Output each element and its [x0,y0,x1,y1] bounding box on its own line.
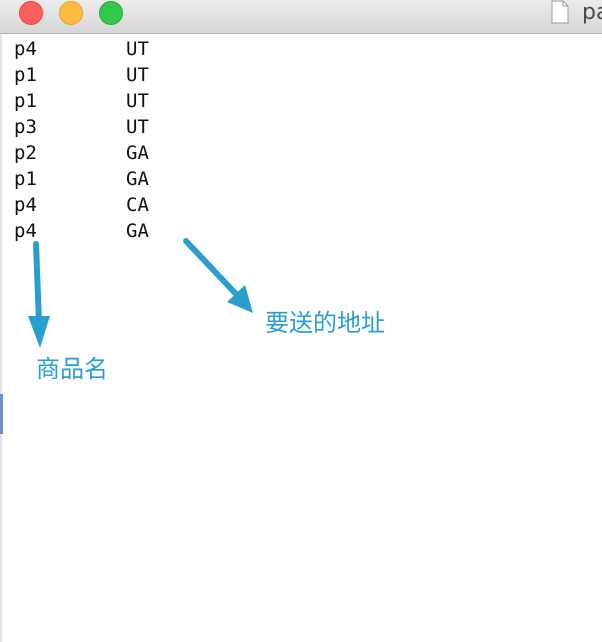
data-row: p1 GA [14,166,149,192]
data-row: p2 GA [14,140,149,166]
state-cell: UT [126,64,149,86]
window-edge-highlight [0,394,3,434]
data-row: p1 UT [14,88,149,114]
window-titlebar: pa [0,0,602,34]
state-cell: GA [126,168,149,190]
data-row: p3 UT [14,114,149,140]
maximize-button[interactable] [99,1,123,25]
minimize-button[interactable] [59,1,83,25]
state-cell: CA [126,194,149,216]
state-cell: UT [126,90,149,112]
window-title: pa [582,0,602,25]
data-row: p1 UT [14,62,149,88]
document-icon [551,0,569,24]
data-row: p4 CA [14,192,149,218]
product-name-annotation: 商品名 [36,355,108,383]
delivery-address-annotation: 要送的地址 [265,309,385,337]
state-cell: GA [126,142,149,164]
state-cell: UT [126,38,149,60]
state-cell: GA [126,220,149,242]
arrow-icon [183,238,253,313]
product-cell: p3 [14,116,37,138]
product-cell: p1 [14,168,37,190]
window-left-edge [0,34,3,642]
arrow-icon [28,241,50,348]
data-row: p4 UT [14,36,149,62]
product-cell: p4 [14,194,37,216]
product-cell: p2 [14,142,37,164]
product-cell: p1 [14,64,37,86]
product-cell: p4 [14,220,37,242]
state-cell: UT [126,116,149,138]
close-button[interactable] [19,1,43,25]
product-cell: p4 [14,38,37,60]
data-row: p4 GA [14,218,149,244]
product-cell: p1 [14,90,37,112]
